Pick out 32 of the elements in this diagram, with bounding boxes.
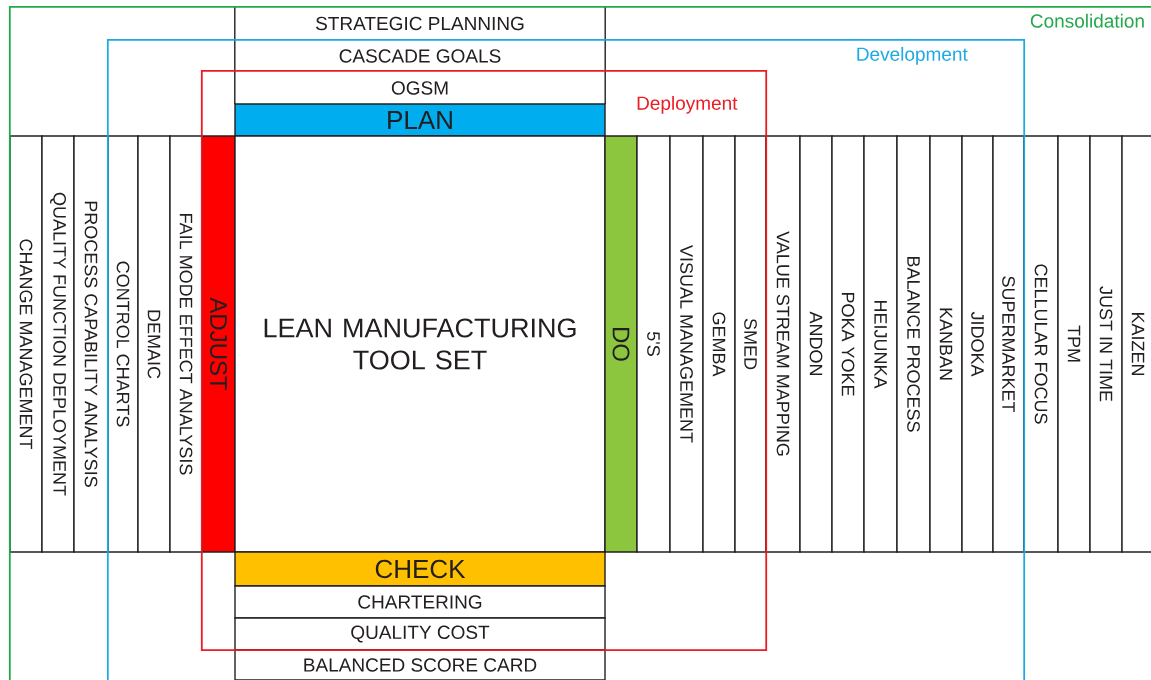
tool-column: KANBAN [929, 135, 963, 553]
tool-column: GEMBA [702, 135, 736, 553]
center-panel: LEAN MANUFACTURING TOOL SET [234, 135, 606, 553]
tool-column: CHANGE MANAGEMENT [9, 135, 43, 553]
tool-column: JIDOKA [961, 135, 994, 553]
tool-column: VALUE STREAM MAPPING [765, 135, 801, 553]
tool-column: TPM [1057, 135, 1091, 553]
tool-row: CHARTERING [234, 585, 606, 619]
tool-row: OGSM [234, 71, 606, 105]
tool-column: 5'S [636, 135, 671, 553]
tool-column: SMED [734, 135, 767, 553]
tool-column: BALANCE PROCESS [896, 135, 931, 553]
phase-bar: DO [604, 135, 638, 553]
tool-column: DEMAIC [137, 135, 171, 553]
tool-column: FAIL MODE EFFECT ANALYSIS [169, 135, 203, 553]
tool-column: KAIZEN [1121, 135, 1151, 553]
phase-bar: PLAN [234, 103, 606, 137]
tool-column: CONTROL CHARTS [107, 135, 139, 553]
tool-column: QUALITY FUNCTION DEPLOYMENT [41, 135, 75, 553]
tool-row: CASCADE GOALS [234, 39, 606, 73]
tool-row: QUALITY COST [234, 617, 606, 651]
tool-column: VISUAL MANAGEMENT [669, 135, 704, 553]
tool-column: JUST IN TIME [1089, 135, 1123, 553]
tool-column: SUPERMARKET [992, 135, 1025, 553]
phase-bar: CHECK [234, 551, 606, 587]
tool-column: HEIJUNKA [863, 135, 898, 553]
tool-column: CELLULAR FOCUS [1023, 135, 1059, 553]
tool-column: ANDON [799, 135, 833, 553]
tool-row: BALANCED SCORE CARD [234, 649, 606, 680]
tool-column: PROCESS CAPABILITY ANALYSIS [73, 135, 109, 553]
tool-row: STRATEGIC PLANNING [234, 6, 606, 41]
tool-column: POKA YOKE [831, 135, 865, 553]
